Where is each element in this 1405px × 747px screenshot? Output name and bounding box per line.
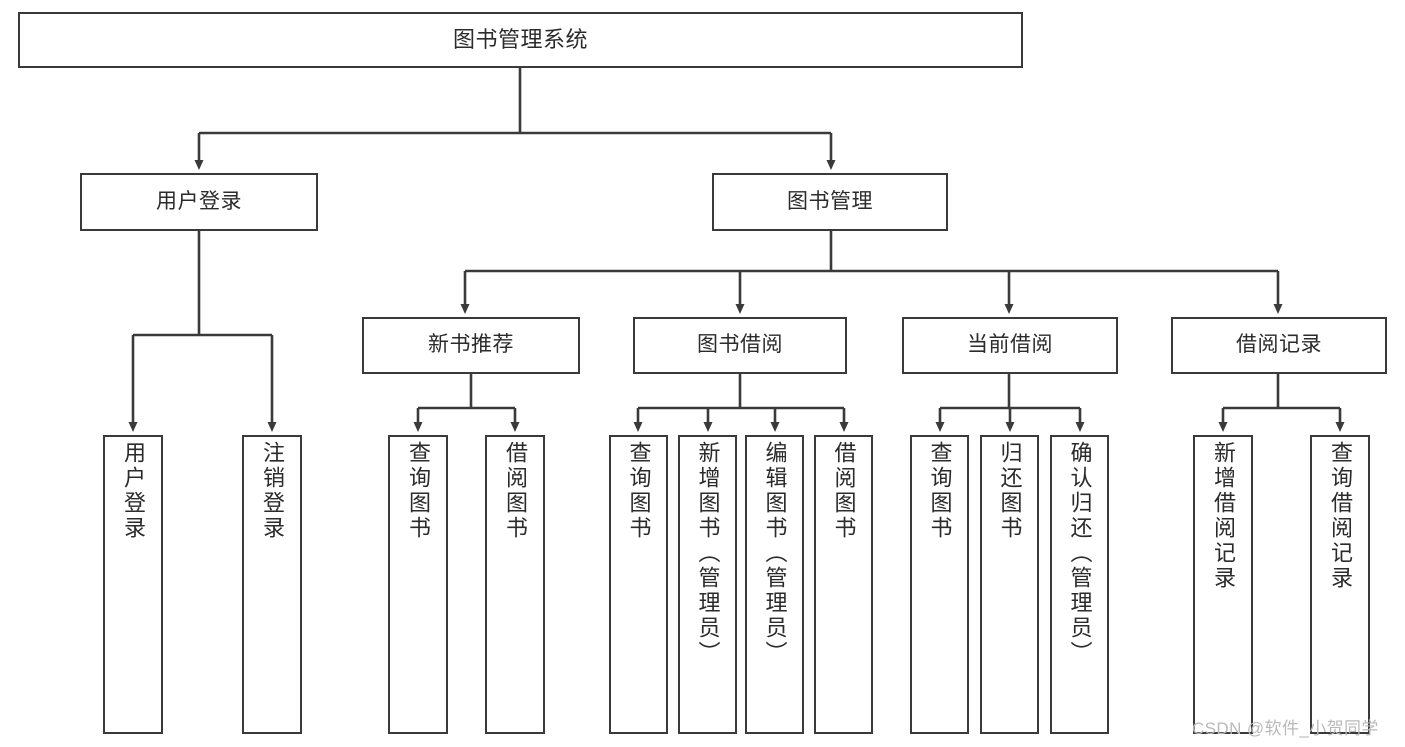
node-leaf-user-logout[interactable]: 注销登录: [242, 435, 302, 734]
node-label: 新增借阅记录: [1211, 441, 1236, 591]
node-label: 借阅记录: [1236, 333, 1322, 357]
node-label: 归还图书: [997, 441, 1023, 541]
node-borrow-record[interactable]: 借阅记录: [1171, 317, 1387, 374]
node-leaf-borrow-book-1[interactable]: 借阅图书: [485, 435, 545, 734]
node-label: 借阅图书: [831, 441, 857, 541]
node-leaf-query-borrow-record[interactable]: 查询借阅记录: [1310, 435, 1370, 734]
node-label: 图书管理系统: [452, 27, 588, 53]
node-leaf-confirm-return-admin[interactable]: 确认归还（管理员）: [1050, 435, 1109, 734]
node-label: 编辑图书（管理员）: [762, 441, 788, 666]
node-label: 查询图书: [927, 441, 953, 541]
node-label: 确认归还（管理员）: [1067, 441, 1093, 666]
node-label: 新增图书（管理员）: [695, 441, 721, 666]
node-label: 用户登录: [156, 189, 242, 213]
node-leaf-user-login[interactable]: 用户登录: [103, 435, 163, 734]
node-label: 图书管理: [787, 189, 873, 213]
node-label: 图书借阅: [697, 333, 783, 357]
node-leaf-add-borrow-record[interactable]: 新增借阅记录: [1193, 435, 1253, 734]
node-label: 注销登录: [260, 441, 285, 541]
node-book-borrow[interactable]: 图书借阅: [633, 317, 847, 374]
node-leaf-query-book-1[interactable]: 查询图书: [388, 435, 448, 734]
node-label: 查询借阅记录: [1328, 441, 1353, 591]
node-label: 用户登录: [121, 441, 146, 541]
node-book-management-system[interactable]: 图书管理系统: [18, 12, 1023, 68]
node-leaf-query-book-3[interactable]: 查询图书: [910, 435, 969, 734]
node-label: 新书推荐: [428, 333, 514, 357]
node-label: 查询图书: [406, 441, 431, 541]
node-leaf-add-book-admin[interactable]: 新增图书（管理员）: [678, 435, 737, 734]
node-leaf-borrow-book-2[interactable]: 借阅图书: [814, 435, 873, 734]
node-label: 借阅图书: [503, 441, 528, 541]
node-book-management[interactable]: 图书管理: [712, 173, 948, 231]
node-user-login[interactable]: 用户登录: [80, 173, 318, 231]
node-leaf-query-book-2[interactable]: 查询图书: [609, 435, 668, 734]
node-label: 当前借阅: [967, 333, 1053, 357]
csdn-watermark: CSDN @软件_小贺同学: [1192, 719, 1379, 738]
node-new-book-recommend[interactable]: 新书推荐: [362, 317, 580, 374]
node-leaf-return-book[interactable]: 归还图书: [980, 435, 1039, 734]
node-leaf-edit-book-admin[interactable]: 编辑图书（管理员）: [745, 435, 804, 734]
node-current-borrow[interactable]: 当前借阅: [902, 317, 1118, 374]
node-label: 查询图书: [626, 441, 652, 541]
